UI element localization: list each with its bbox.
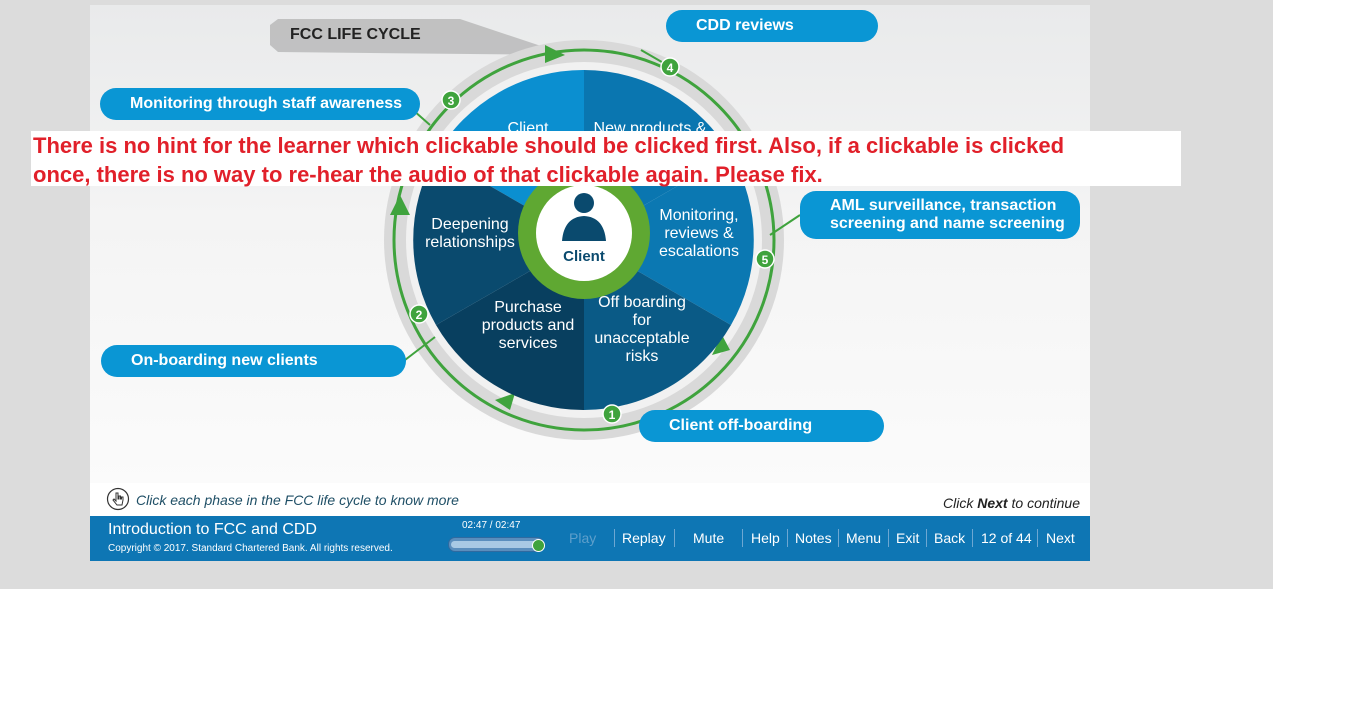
page-counter: 12 of 44 bbox=[981, 530, 1032, 546]
segment-label-offboarding-4: risks bbox=[626, 348, 659, 365]
segment-label-monitoring-3: escalations bbox=[659, 243, 739, 260]
instruction-text: Click each phase in the FCC life cycle t… bbox=[136, 492, 459, 508]
segment-label-purchase-2: products and bbox=[482, 317, 575, 334]
help-button[interactable]: Help bbox=[751, 530, 780, 546]
separator bbox=[838, 529, 839, 547]
cycle-arrowhead-1 bbox=[545, 45, 565, 63]
separator bbox=[972, 529, 973, 547]
cycle-arrowhead-4 bbox=[390, 195, 410, 215]
svg-text:3: 3 bbox=[448, 94, 455, 108]
next-hint-prefix: Click bbox=[943, 495, 978, 511]
phase-badge-3: 3 bbox=[441, 90, 461, 110]
phase-label-5-line2: screening and name screening bbox=[830, 215, 1065, 232]
back-button[interactable]: Back bbox=[934, 530, 966, 546]
separator bbox=[742, 529, 743, 547]
segment-label-monitoring-2: reviews & bbox=[664, 225, 734, 242]
cycle-arrow-ring bbox=[392, 48, 776, 432]
copyright-text: Copyright © 2017. Standard Chartered Ban… bbox=[108, 543, 393, 554]
fcc-life-cycle-diagram: Client Client New products & Monitoring,… bbox=[270, 19, 801, 440]
svg-text:2: 2 bbox=[416, 308, 423, 322]
phase-badge-2: 2 bbox=[409, 304, 429, 324]
annotation-line-1: There is no hint for the learner which c… bbox=[33, 133, 1065, 158]
hand-pointer-icon bbox=[106, 487, 130, 511]
next-hint-word: Next bbox=[977, 495, 1008, 511]
connector-2 bbox=[404, 336, 436, 361]
segment-label-monitoring-1: Monitoring, bbox=[659, 207, 738, 224]
play-button[interactable]: Play bbox=[569, 530, 597, 546]
phase-aml-surveillance[interactable]: AML surveillance, transaction screening … bbox=[800, 191, 1080, 239]
svg-text:4: 4 bbox=[667, 61, 674, 75]
next-button[interactable]: Next bbox=[1046, 530, 1075, 546]
svg-text:5: 5 bbox=[762, 253, 769, 267]
phase-cdd-reviews[interactable]: CDD reviews bbox=[666, 10, 878, 42]
phase-badge-5: 5 bbox=[755, 249, 775, 269]
separator bbox=[1037, 529, 1038, 547]
phase-label-5-line1: AML surveillance, transaction bbox=[830, 197, 1057, 214]
segment-label-offboarding-1: Off boarding bbox=[598, 294, 686, 311]
phase-onboarding-new-clients[interactable]: On-boarding new clients bbox=[101, 345, 406, 377]
slide-stage: Client Client New products & Monitoring,… bbox=[90, 5, 1090, 483]
course-title: Introduction to FCC and CDD bbox=[108, 521, 317, 538]
segment-label-offboarding-2: for bbox=[633, 312, 652, 329]
phase-badge-4: 4 bbox=[660, 57, 680, 77]
annotation-line-2: once, there is no way to re-hear the aud… bbox=[33, 162, 823, 187]
player-control-bar: Introduction to FCC and CDD Copyright © … bbox=[90, 516, 1090, 561]
center-label: Client bbox=[563, 248, 605, 265]
instruction-strip: Click each phase in the FCC life cycle t… bbox=[90, 483, 1090, 516]
segment-label-deepening-1: Deepening bbox=[431, 216, 508, 233]
time-readout: 02:47 / 02:47 bbox=[462, 520, 521, 531]
cycle-arrowhead-2 bbox=[712, 335, 730, 355]
replay-button[interactable]: Replay bbox=[622, 530, 666, 546]
audio-progress-bar[interactable] bbox=[448, 537, 545, 552]
client-avatar-head bbox=[574, 193, 594, 213]
phase-label-4: CDD reviews bbox=[696, 17, 794, 34]
separator bbox=[926, 529, 927, 547]
phase-label-3: Monitoring through staff awareness bbox=[130, 95, 403, 112]
menu-button[interactable]: Menu bbox=[846, 530, 882, 546]
segment-label-offboarding-3: unacceptable bbox=[594, 330, 689, 347]
svg-text:1: 1 bbox=[609, 408, 616, 422]
notes-button[interactable]: Notes bbox=[795, 530, 832, 546]
next-hint: Click Next to continue bbox=[943, 495, 1080, 511]
phase-monitoring-staff-awareness[interactable]: Monitoring through staff awareness bbox=[100, 88, 420, 120]
segment-label-deepening-2: relationships bbox=[425, 234, 515, 251]
phase-label-1: Client off-boarding bbox=[669, 417, 813, 434]
client-avatar-body bbox=[562, 216, 606, 241]
title-banner-shape bbox=[270, 19, 560, 55]
review-annotation: There is no hint for the learner which c… bbox=[31, 131, 1181, 187]
connector-5 bbox=[769, 214, 801, 236]
segment-monitoring[interactable] bbox=[584, 155, 754, 325]
phase-label-2: On-boarding new clients bbox=[131, 352, 318, 369]
progress-fill bbox=[451, 541, 541, 548]
phase-client-offboarding[interactable]: Client off-boarding bbox=[639, 410, 884, 442]
separator bbox=[888, 529, 889, 547]
segment-label-purchase-3: services bbox=[499, 335, 558, 352]
cycle-arrowhead-3 bbox=[495, 393, 515, 410]
next-hint-suffix: to continue bbox=[1007, 495, 1080, 511]
separator bbox=[787, 529, 788, 547]
separator bbox=[674, 529, 675, 547]
progress-knob[interactable] bbox=[532, 539, 545, 552]
phase-badge-1: 1 bbox=[602, 404, 622, 424]
diagram-title: FCC LIFE CYCLE bbox=[290, 26, 421, 43]
segment-label-purchase-1: Purchase bbox=[494, 299, 562, 316]
separator bbox=[614, 529, 615, 547]
exit-button[interactable]: Exit bbox=[896, 530, 920, 546]
segment-deepening[interactable] bbox=[413, 155, 584, 325]
mute-button[interactable]: Mute bbox=[693, 530, 725, 546]
